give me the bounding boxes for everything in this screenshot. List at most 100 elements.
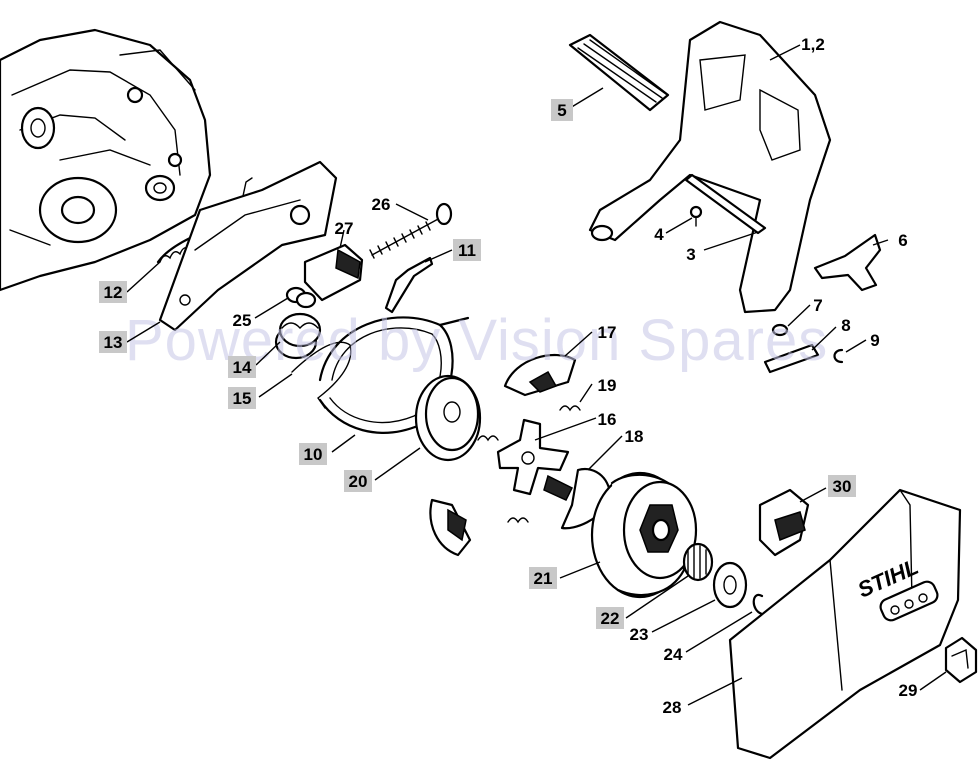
callout-18: 18: [625, 427, 644, 446]
callout-number: 17: [598, 323, 617, 342]
callout-3: 3: [686, 245, 695, 264]
callout-number: 30: [833, 477, 852, 496]
callout-highlight-box: [99, 281, 127, 303]
plate-3: [684, 173, 767, 235]
callout-highlight-box: [551, 99, 573, 121]
clutch-shoe-left: [429, 498, 472, 557]
callout-number: 20: [349, 472, 368, 491]
callout-25: 25: [233, 311, 252, 330]
screw-4: [689, 205, 703, 227]
callout-30: 30: [828, 475, 856, 497]
callout-26: 26: [372, 195, 391, 214]
callout-highlight-box: [228, 356, 256, 378]
callout-labels: 1,2 3 4 5 6 78 9 10 11 12 13 14 15 16 17 18 19 20 21 22 23 24…: [99, 35, 917, 717]
callout-16: 16: [598, 410, 617, 429]
e-clip-24: [752, 593, 764, 616]
callout-number: 3: [686, 245, 695, 264]
callout-highlight-box: [828, 475, 856, 497]
engine-housing: [0, 28, 212, 292]
callout-9: 9: [870, 331, 879, 350]
callout-10: 10: [299, 443, 327, 465]
callout-number: 11: [458, 241, 476, 260]
callout-29: 29: [899, 681, 918, 700]
needle-cage-22: [682, 542, 714, 582]
callout-number: 27: [335, 219, 354, 238]
bracket-30: [758, 488, 810, 557]
callout-number: 5: [557, 101, 566, 120]
clip-11: [384, 256, 434, 314]
callout-20: 20: [344, 470, 372, 492]
callout-number: 7: [813, 296, 822, 315]
callout-number: 25: [233, 311, 252, 330]
callout-highlight-box: [99, 331, 127, 353]
callout-highlight-box: [453, 239, 481, 261]
callout-27: 27: [335, 219, 354, 238]
callout-19: 19: [598, 376, 617, 395]
callout-15: 15: [228, 387, 256, 409]
callout-28: 28: [663, 698, 682, 717]
leader-lines: [126, 44, 947, 706]
callout-22: 22: [596, 607, 624, 629]
callout-11: 11: [453, 239, 481, 261]
callout-highlight-box: [299, 443, 327, 465]
washer-20: [414, 374, 482, 462]
clutch-shoe-17: [503, 353, 577, 397]
link-8: [763, 343, 820, 374]
washer-23: [712, 561, 748, 609]
callout-number: 16: [598, 410, 617, 429]
hinge-bracket-6: [813, 233, 882, 292]
tensioner-screw-26: [369, 202, 453, 259]
clip-9: [833, 348, 844, 364]
callout-number: 14: [233, 358, 252, 377]
callout-number: 19: [598, 376, 617, 395]
callout-number: 24: [664, 645, 683, 664]
callout-7: 7: [813, 296, 822, 315]
callout-number: 13: [104, 333, 123, 352]
spring-small-center: [477, 435, 529, 524]
callout-21: 21: [529, 567, 557, 589]
callout-number: 6: [898, 231, 907, 250]
callout-highlight-box: [529, 567, 557, 589]
callout-24: 24: [664, 645, 683, 664]
callout-number: 15: [233, 389, 252, 408]
callout-number: 10: [304, 445, 323, 464]
callout-number: 18: [625, 427, 644, 446]
callout-number: 1,2: [801, 35, 825, 54]
spring-15: [291, 341, 352, 409]
callout-number: 22: [601, 609, 620, 628]
callout-highlight-box: [344, 470, 372, 492]
callout-17: 17: [598, 323, 617, 342]
callout-14: 14: [228, 356, 256, 378]
callout-number: 8: [841, 316, 850, 335]
callout-12: 12: [99, 281, 127, 303]
callout-4: 4: [654, 225, 664, 244]
callout-number: 23: [630, 625, 649, 644]
nut-29: [944, 636, 978, 684]
callout-number: 26: [372, 195, 391, 214]
callout-23: 23: [630, 625, 649, 644]
grip-pad-5: [568, 33, 670, 112]
bushing-14: [274, 312, 322, 360]
washer-7: [771, 323, 789, 337]
callout-1-2: 1,2: [801, 35, 825, 54]
callout-highlight-box: [228, 387, 256, 409]
hand-guard-1-2: [588, 20, 832, 314]
sprocket-cover-28: STIHL: [728, 488, 962, 760]
callout-number: 9: [870, 331, 879, 350]
callout-8: 8: [841, 316, 850, 335]
callout-number: 4: [654, 225, 664, 244]
callout-6: 6: [898, 231, 907, 250]
callout-number: 21: [534, 569, 553, 588]
callout-5: 5: [551, 99, 573, 121]
tensioner-slide-27: [303, 243, 364, 302]
callout-number: 12: [104, 283, 123, 302]
brake-lever-13: [158, 160, 338, 332]
clutch-spring-19: [559, 405, 581, 412]
callout-number: 28: [663, 698, 682, 717]
clutch-drum-21: [590, 471, 698, 599]
sleeve-25: [285, 286, 317, 309]
callout-highlight-box: [596, 607, 624, 629]
callout-13: 13: [99, 331, 127, 353]
callout-number: 29: [899, 681, 918, 700]
